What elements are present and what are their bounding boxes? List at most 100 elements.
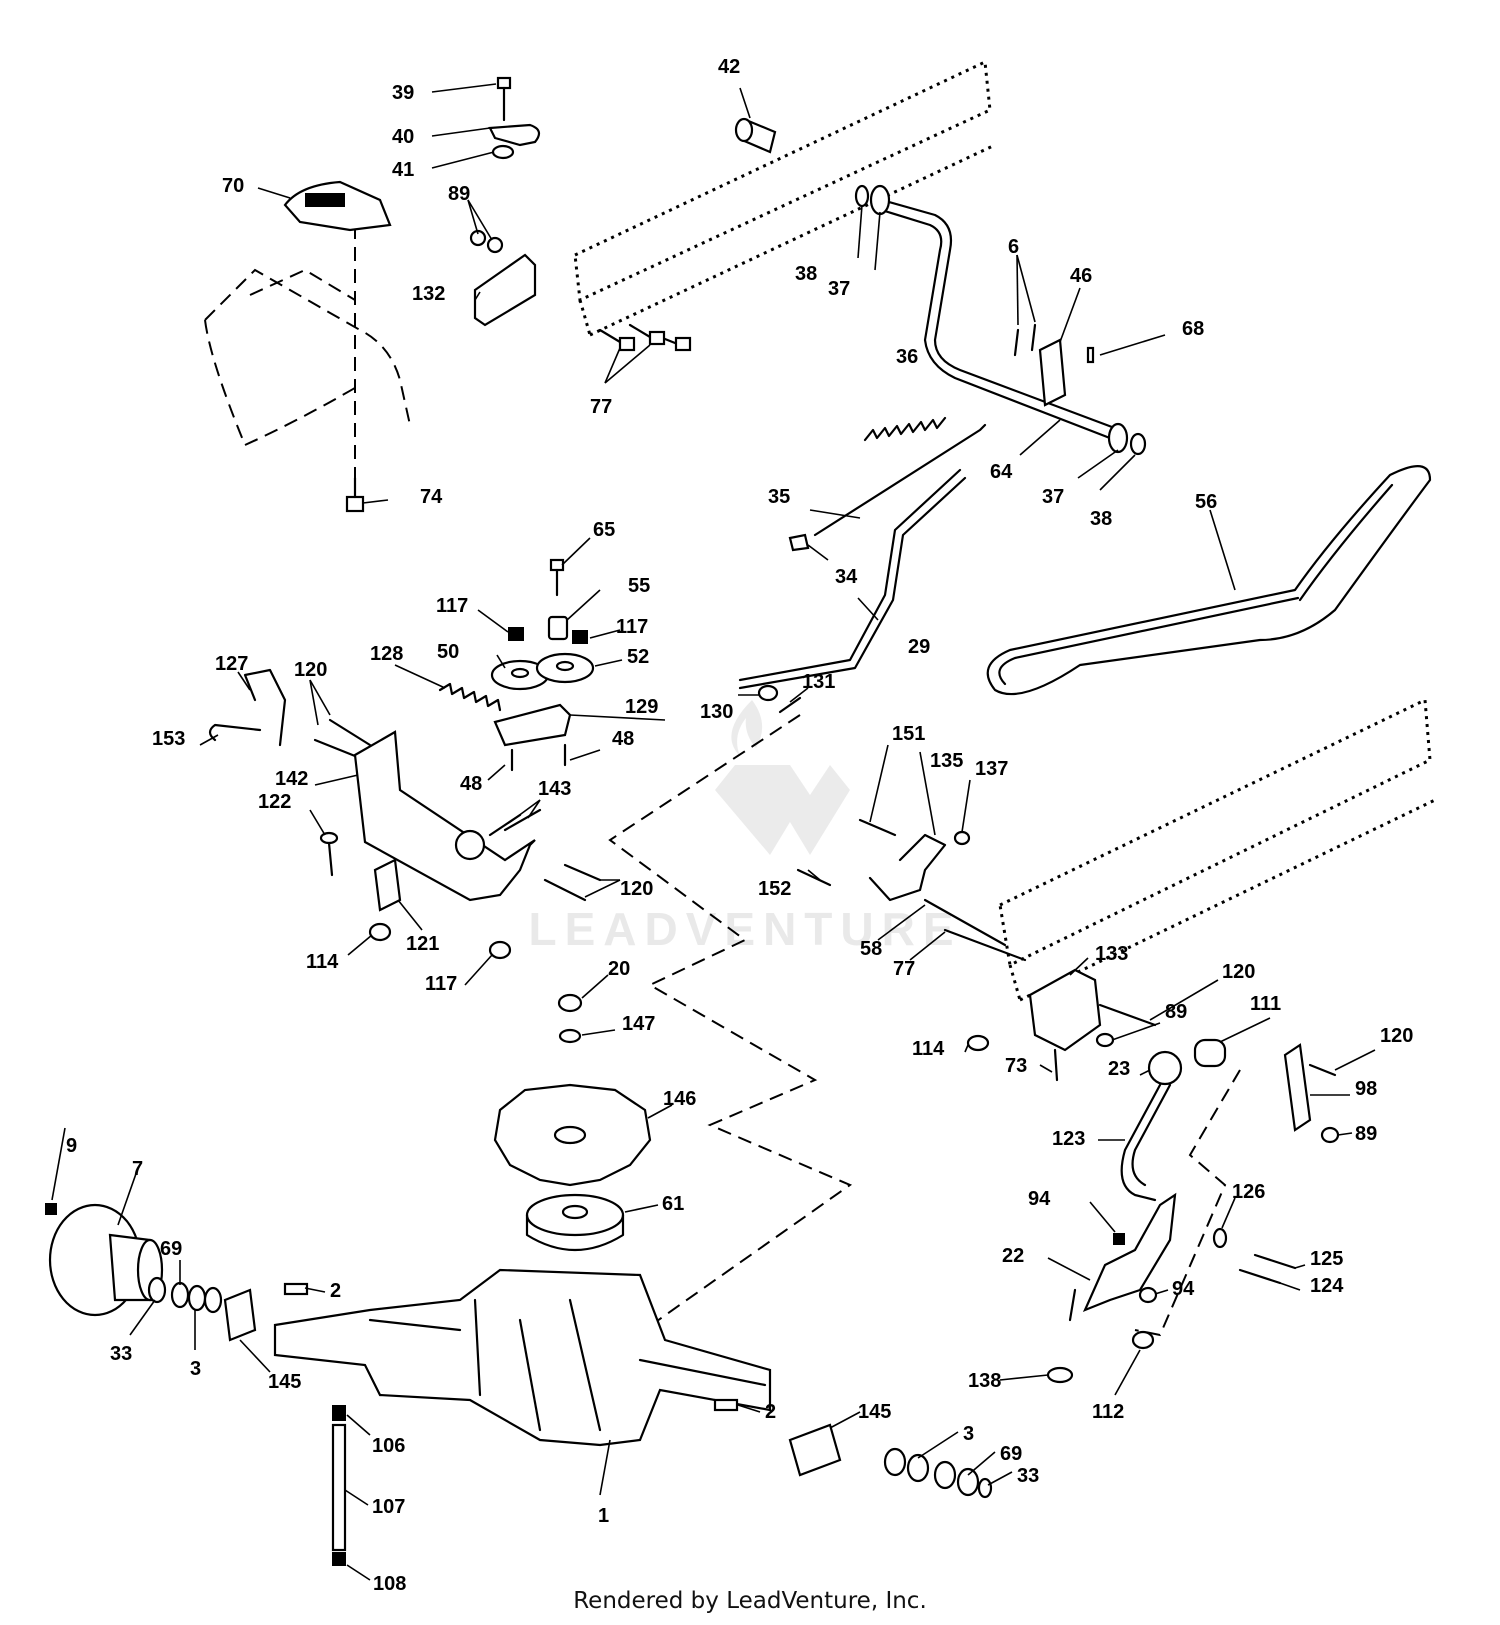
callout-145b: 145 [858,1401,891,1423]
part-washer-138 [1046,1366,1074,1384]
callout-117c: 117 [425,973,457,995]
callout-146: 146 [663,1088,696,1110]
callout-3: 3 [190,1358,201,1380]
part-spring-36 [863,416,947,442]
part-plate-142 [353,730,536,902]
callout-33: 33 [110,1343,132,1365]
callout-135: 135 [930,750,963,772]
brake-linkage-path [1134,1069,1241,1337]
callout-138: 138 [968,1370,1001,1392]
part-screw-94-a [1113,1233,1125,1245]
part-bracket-132 [469,229,537,327]
callout-7: 7 [132,1158,143,1180]
callout-94: 94 [1028,1188,1051,1210]
part-pulley-52 [535,652,595,684]
callout-52: 52 [627,646,649,668]
callout-69: 69 [160,1238,182,1260]
callout-64: 64 [990,461,1013,483]
callout-77: 77 [590,396,612,418]
callout-37b: 37 [1042,486,1064,508]
part-nut-114-left [368,922,392,942]
leader-lines [51,83,1376,1581]
callout-120: 120 [294,659,327,681]
callout-29: 29 [908,636,930,658]
part-belt-56 [986,465,1432,696]
callout-145: 145 [268,1371,301,1393]
part-bolt-73 [1053,1048,1059,1082]
callout-106: 106 [372,1435,405,1457]
part-bracket-98 [1283,1043,1312,1132]
callout-46: 46 [1070,265,1092,287]
part-arm-22 [1068,1192,1177,1322]
part-knob-23 [1147,1050,1183,1086]
part-cover-70 [283,180,392,232]
render-credit-footer: Rendered by LeadVenture, Inc. [573,1588,927,1614]
leadventure-watermark-logo [715,700,850,855]
part-bolts-143 [488,808,542,837]
callout-120b: 120 [620,878,653,900]
callout-34: 34 [835,566,858,588]
callout-142: 142 [275,768,308,790]
belt-routing-path [608,714,853,1341]
callout-55: 55 [628,575,650,597]
callout-130: 130 [700,701,733,723]
part-bolt-152 [796,868,832,887]
part-nut-117-b [572,630,588,644]
part-bracket-40 [488,123,541,147]
callout-56: 56 [1195,491,1217,513]
callout-33b: 33 [1017,1465,1039,1487]
callout-112: 112 [1092,1401,1124,1423]
part-rod-29-edge [738,476,967,690]
part-spacer-55 [547,615,569,641]
callout-128: 128 [370,643,403,665]
part-bolts-77-upper [598,323,692,352]
callout-111: 111 [1250,993,1281,1015]
callout-65: 65 [593,519,615,541]
callout-69b: 69 [1000,1443,1022,1465]
callout-39: 39 [392,82,414,104]
frame-rail-lower [998,697,1436,1002]
part-nut-89-b [1320,1126,1340,1144]
part-bracket-121 [373,858,402,912]
callout-98: 98 [1355,1078,1377,1100]
callout-41: 41 [392,159,414,181]
part-nut-117-c [488,940,512,960]
callout-1: 1 [598,1505,609,1527]
part-bolt-65 [549,558,565,597]
part-screw-94-b [1138,1286,1158,1304]
part-nut-89-a [1095,1032,1115,1048]
callout-117b: 117 [616,616,648,638]
callout-50: 50 [437,641,459,663]
callout-77b: 77 [893,958,915,980]
part-rod-35 [813,423,987,537]
callout-38: 38 [795,263,817,285]
callout-36: 36 [896,346,918,368]
callout-143: 143 [538,778,571,800]
part-bracket-145-left [223,1288,257,1342]
callout-68: 68 [1182,318,1204,340]
callout-48: 48 [460,773,482,795]
part-key-2-left [283,1282,309,1296]
callout-133: 133 [1095,943,1128,965]
part-washer-147 [558,1028,582,1044]
callout-120d: 120 [1380,1025,1413,1047]
part-nut-117-a [508,627,524,641]
part-bushing-111 [1193,1038,1227,1068]
callout-9: 9 [66,1135,77,1157]
callout-137: 137 [975,758,1008,780]
callout-2: 2 [330,1280,341,1302]
callout-3b: 3 [963,1423,974,1445]
part-bracket-133 [1028,968,1102,1052]
part-bolt-120-right-a [1098,1003,1157,1027]
part-bracket-145-right [788,1423,842,1477]
callout-42: 42 [718,56,740,78]
callout-121: 121 [406,933,439,955]
part-belt-56-inner [998,483,1394,686]
callout-35: 35 [768,486,790,508]
part-nut-137 [953,830,971,846]
callout-70: 70 [222,175,244,197]
part-clip-153 [208,723,262,742]
callout-37: 37 [828,278,850,300]
callout-23: 23 [1108,1058,1130,1080]
